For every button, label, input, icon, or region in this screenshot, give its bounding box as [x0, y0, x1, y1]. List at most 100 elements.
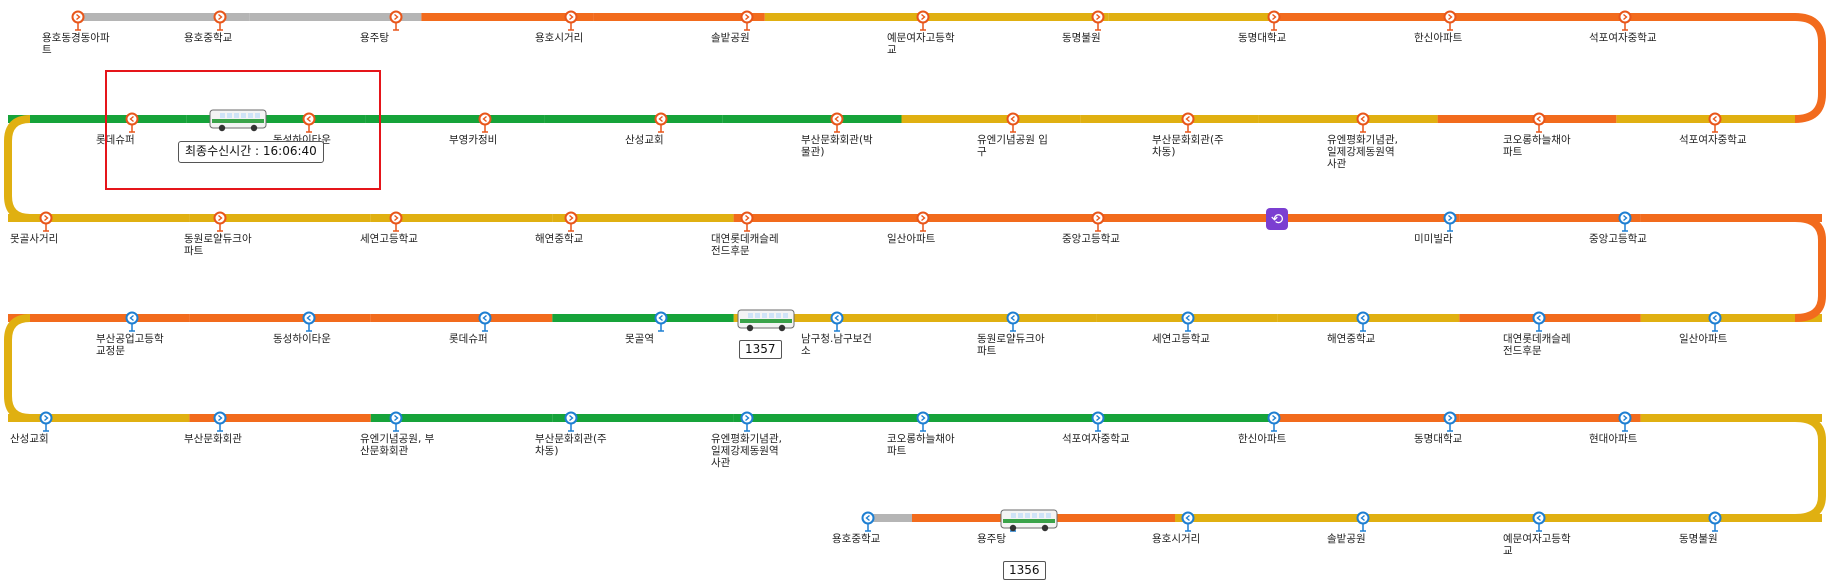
stop-marker-outbound[interactable]	[1356, 112, 1370, 133]
stop-marker-outbound[interactable]	[39, 211, 53, 232]
stop-marker-outbound[interactable]	[1006, 112, 1020, 133]
stop-name: 동명대학교	[1414, 433, 1463, 445]
stop-marker-outbound[interactable]	[213, 10, 227, 31]
stop-name: 롯데슈퍼	[449, 333, 488, 345]
stop-marker-inbound[interactable]	[1532, 511, 1546, 532]
stop-name: 용주탕	[977, 533, 1006, 545]
stop-name: 해연중학교	[535, 233, 584, 245]
stop-marker-inbound[interactable]	[478, 311, 492, 332]
stop-marker-outbound[interactable]	[1267, 10, 1281, 31]
stop-marker-inbound[interactable]	[1181, 311, 1195, 332]
stop-name: 부산공업고등학 교정문	[96, 333, 164, 357]
stop-name: 용호시거리	[535, 32, 584, 44]
stop-marker-inbound[interactable]	[1356, 511, 1370, 532]
stop-marker-outbound[interactable]	[1091, 211, 1105, 232]
stop-marker-inbound[interactable]	[1356, 311, 1370, 332]
stop-marker-inbound[interactable]	[916, 411, 930, 432]
stop-marker-inbound[interactable]	[213, 411, 227, 432]
stop-marker-inbound[interactable]	[1091, 411, 1105, 432]
stop-marker-inbound[interactable]	[389, 411, 403, 432]
stop-marker-outbound[interactable]	[740, 211, 754, 232]
stop-name: 못골역	[625, 333, 654, 345]
stop-name: 용호중학교	[184, 32, 233, 44]
bus-icon[interactable]	[209, 109, 267, 132]
stop-marker-outbound[interactable]	[916, 211, 930, 232]
stop-marker-inbound[interactable]	[740, 411, 754, 432]
stop-marker-inbound[interactable]	[302, 311, 316, 332]
stop-name: 유엔평화기념관, 일제강제동원역 사관	[1327, 134, 1398, 170]
stop-marker-inbound[interactable]	[564, 411, 578, 432]
stop-marker-outbound[interactable]	[916, 10, 930, 31]
stop-name: 석포여자중학교	[1589, 32, 1657, 44]
stop-marker-outbound[interactable]	[1618, 10, 1632, 31]
stop-name: 유엔기념공원, 부 산문화회관	[360, 433, 435, 457]
stop-name: 부영카정비	[449, 134, 498, 146]
stop-marker-outbound[interactable]	[478, 112, 492, 133]
route-turn	[4, 115, 31, 222]
stop-name: 산성교회	[10, 433, 49, 445]
stop-marker-inbound[interactable]	[1708, 311, 1722, 332]
stop-marker-outbound[interactable]	[1091, 10, 1105, 31]
stop-name: 한신아파트	[1414, 32, 1463, 44]
stop-marker-outbound[interactable]	[389, 211, 403, 232]
stop-marker-outbound[interactable]	[213, 211, 227, 232]
stop-marker-inbound[interactable]	[830, 311, 844, 332]
stop-marker-outbound[interactable]	[1708, 112, 1722, 133]
stop-marker-outbound[interactable]	[125, 112, 139, 133]
stop-name: 부산문화회관(박 물관)	[801, 134, 873, 158]
bus-plate-1357[interactable]: 1357	[739, 340, 782, 359]
stop-name: 용호동경동아파 트	[42, 32, 110, 56]
stop-marker-outbound[interactable]	[1443, 10, 1457, 31]
stop-name: 한신아파트	[1238, 433, 1287, 445]
stop-name: 현대아파트	[1589, 433, 1638, 445]
stop-marker-inbound[interactable]	[1267, 411, 1281, 432]
stop-name: 코오롱하늘채아 파트	[1503, 134, 1571, 158]
stop-marker-inbound[interactable]	[1618, 211, 1632, 232]
stop-marker-inbound[interactable]	[1443, 211, 1457, 232]
stop-marker-inbound[interactable]	[39, 411, 53, 432]
bus-icon[interactable]	[737, 309, 795, 332]
stop-name: 동명불원	[1062, 32, 1101, 44]
selected-bus-highlight	[105, 70, 381, 190]
stop-name: 유엔평화기념관, 일제강제동원역 사관	[711, 433, 782, 469]
stop-marker-outbound[interactable]	[389, 10, 403, 31]
stop-name: 용호시거리	[1152, 533, 1201, 545]
bus-plate-1356[interactable]: 1356	[1003, 561, 1046, 580]
stop-marker-outbound[interactable]	[830, 112, 844, 133]
bus-icon[interactable]	[1000, 509, 1058, 532]
stop-name: 용주탕	[360, 32, 389, 44]
stop-marker-outbound[interactable]	[564, 10, 578, 31]
stop-name: 세연고등학교	[1152, 333, 1210, 345]
stop-marker-outbound[interactable]	[1532, 112, 1546, 133]
route-turn	[4, 314, 31, 422]
stop-marker-outbound[interactable]	[740, 10, 754, 31]
stop-marker-inbound[interactable]	[1443, 411, 1457, 432]
stop-name: 석포여자중학교	[1679, 134, 1747, 146]
stop-marker-outbound[interactable]	[302, 112, 316, 133]
stop-marker-inbound[interactable]	[1532, 311, 1546, 332]
stop-name: 대연롯데캐슬레 전드후문	[1503, 333, 1571, 357]
stop-marker-inbound[interactable]	[125, 311, 139, 332]
stop-marker-inbound[interactable]	[654, 311, 668, 332]
route-turn	[1794, 414, 1826, 522]
stop-name: 솔밭공원	[711, 32, 750, 44]
stop-name: 동원로얄듀크아 파트	[184, 233, 252, 257]
stop-name: 부산문화회관	[184, 433, 242, 445]
sync-icon[interactable]: ⟲	[1266, 208, 1288, 230]
stop-name: 유엔기념공원 입 구	[977, 134, 1048, 158]
stop-marker-inbound[interactable]	[1618, 411, 1632, 432]
stop-name: 부산문화회관(주 차동)	[535, 433, 607, 457]
stop-marker-outbound[interactable]	[654, 112, 668, 133]
stop-marker-inbound[interactable]	[1181, 511, 1195, 532]
stop-marker-inbound[interactable]	[1006, 311, 1020, 332]
stop-marker-inbound[interactable]	[861, 511, 875, 532]
stop-name: 못골사거리	[10, 233, 59, 245]
stop-marker-outbound[interactable]	[1181, 112, 1195, 133]
stop-name: 예문여자고등학 교	[1503, 533, 1571, 557]
stop-name: 일산아파트	[1679, 333, 1728, 345]
stop-name: 대연롯데캐슬레 전드후문	[711, 233, 779, 257]
stop-marker-outbound[interactable]	[564, 211, 578, 232]
stop-marker-inbound[interactable]	[1708, 511, 1722, 532]
stop-marker-outbound[interactable]	[71, 10, 85, 31]
